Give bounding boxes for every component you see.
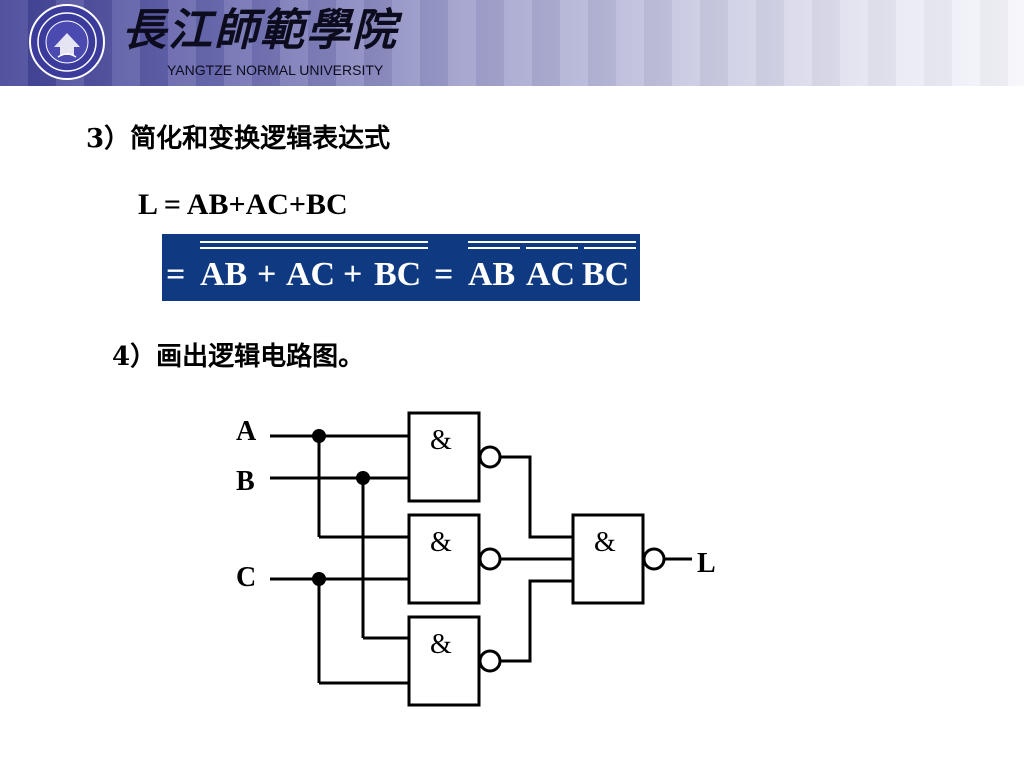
term-ac-2: AC — [526, 256, 575, 293]
bubble-gate1 — [478, 445, 502, 469]
term-ab-2: AB — [468, 256, 515, 293]
banner-stripes — [0, 0, 1024, 86]
transformed-expression-box: = AB + AC + BC = AB AC BC — [162, 234, 640, 301]
bubble-output — [642, 547, 666, 571]
expression-line: L = AB+AC+BC — [138, 188, 348, 221]
university-name-cn: 長江師範學院 — [122, 5, 398, 56]
section-3-heading: 3）简化和变换逻辑表达式 — [86, 124, 391, 154]
section-4-heading: 4）画出逻辑电路图。 — [112, 342, 365, 372]
transformed-expression: = AB + AC + BC = AB AC BC — [166, 241, 636, 293]
output-label-l: L — [697, 548, 716, 579]
input-label-c: C — [236, 562, 256, 593]
gate1-symbol: & — [430, 425, 452, 456]
gate3-symbol: & — [430, 629, 452, 660]
plus-sign-2: + — [343, 256, 362, 293]
gate-output-symbol: & — [594, 527, 616, 558]
junction-c — [312, 572, 326, 586]
header-banner: 長江師範學院 YANGTZE NORMAL UNIVERSITY — [0, 0, 1024, 86]
eq-sign-2: = — [434, 256, 453, 293]
term-bc-2: BC — [582, 256, 629, 293]
term-ac-1: AC — [286, 256, 335, 293]
wire-gate3-out — [500, 579, 573, 663]
university-seal-icon — [29, 4, 105, 80]
input-label-a: A — [236, 416, 257, 447]
plus-sign-1: + — [257, 256, 276, 293]
bubble-gate3 — [478, 649, 502, 673]
gate2-symbol: & — [430, 527, 452, 558]
term-bc-1: BC — [374, 256, 421, 293]
junction-a — [312, 429, 326, 443]
bubble-gate2 — [478, 547, 502, 571]
input-label-b: B — [236, 466, 255, 497]
wire-gate1-out — [500, 455, 573, 539]
eq-sign-1: = — [166, 256, 185, 293]
junction-b — [356, 471, 370, 485]
term-ab-1: AB — [200, 256, 247, 293]
university-name-en: YANGTZE NORMAL UNIVERSITY — [167, 62, 384, 78]
